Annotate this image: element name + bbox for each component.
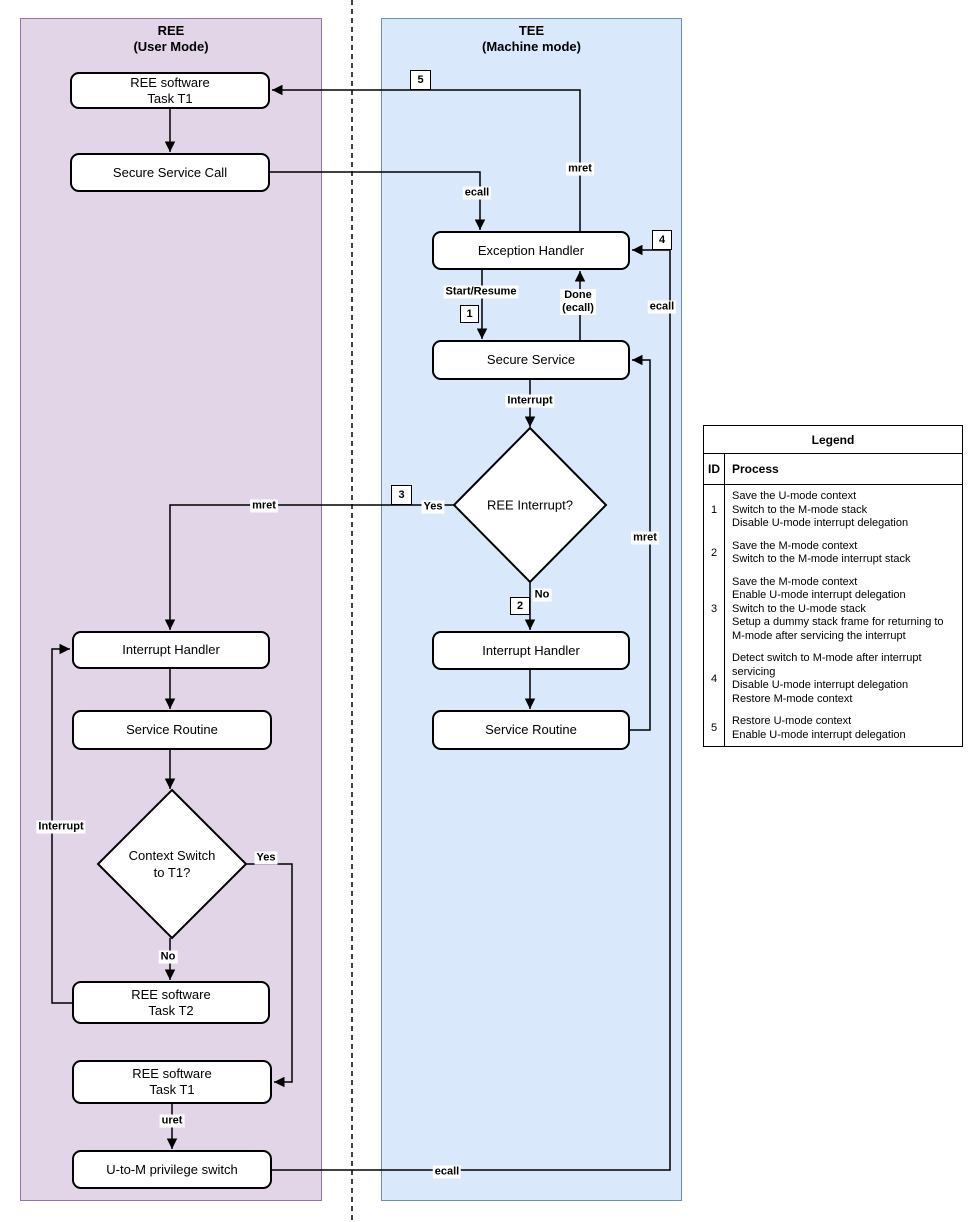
legend-title: Legend	[704, 426, 962, 454]
legend-row-process: Save the U-mode context Switch to the M-…	[732, 490, 909, 529]
label-no-tee: No	[532, 588, 552, 602]
step-badge-4: 4	[652, 230, 672, 250]
step-badge-2: 2	[510, 597, 530, 615]
node-secure-service-call: Secure Service Call	[70, 153, 270, 192]
legend-row-id: 2	[704, 534, 725, 571]
tee-subtitle-text: (Machine mode)	[482, 39, 581, 54]
legend-row-3: 3 Save the M-mode context Enable U-mode …	[704, 570, 962, 647]
legend-row-process: Save the M-mode context Enable U-mode in…	[732, 575, 944, 642]
step-badge-5: 5	[410, 70, 431, 90]
label-ecall-right: ecall	[647, 300, 677, 314]
legend-col-id: ID	[704, 454, 725, 484]
label-interrupt-tee: Interrupt	[505, 394, 555, 408]
node-ree-task-t1-bottom: REE software Task T1	[72, 1060, 272, 1104]
tee-panel: TEE (Machine mode)	[381, 18, 682, 1201]
legend-row-4: 4 Detect switch to M-mode after interrup…	[704, 647, 962, 710]
legend-row-process: Restore U-mode context Enable U-mode int…	[732, 715, 906, 741]
decision-context-switch-label: Context Switch to T1?	[128, 848, 216, 880]
label-mret-right: mret	[631, 531, 659, 545]
node-secure-service: Secure Service	[432, 340, 630, 380]
legend-row-1: 1 Save the U-mode context Switch to the …	[704, 485, 962, 535]
edge-yes-to-task-t1	[246, 863, 293, 1088]
legend-row-id: 5	[704, 710, 725, 746]
node-ree-interrupt-handler: Interrupt Handler	[72, 631, 270, 669]
node-u-to-m-privilege-switch: U-to-M privilege switch	[72, 1150, 272, 1189]
legend-row-id: 1	[704, 485, 725, 535]
node-exception-handler: Exception Handler	[432, 231, 630, 270]
step-badge-3: 3	[391, 485, 412, 505]
legend-row-process: Save the M-mode context Switch to the M-…	[732, 539, 911, 566]
ree-subtitle-text: (User Mode)	[133, 39, 209, 54]
edge-ecall-to-exception-handler-right	[272, 244, 671, 1171]
decision-ree-interrupt-label: REE Interrupt?	[487, 497, 573, 513]
legend-table: Legend ID Process 1 Save the U-mode cont…	[703, 425, 963, 747]
label-uret: uret	[159, 1114, 185, 1128]
label-ecall-bottom: ecall	[432, 1165, 462, 1179]
decision-ree-interrupt-shape	[452, 426, 608, 584]
ree-title-text: REE	[157, 23, 185, 38]
legend-row-2: 2 Save the M-mode context Switch to the …	[704, 534, 962, 571]
node-tee-interrupt-handler: Interrupt Handler	[432, 631, 630, 670]
label-yes-ree: Yes	[254, 851, 278, 865]
label-no-ree: No	[158, 950, 178, 964]
label-mret-left: mret	[250, 499, 278, 513]
tee-panel-title: TEE (Machine mode)	[382, 23, 681, 55]
legend-header-row: ID Process	[704, 454, 962, 485]
ree-panel-title: REE (User Mode)	[21, 23, 321, 55]
label-interrupt-ree: Interrupt	[36, 820, 86, 834]
node-ree-task-t2: REE software Task T2	[72, 981, 270, 1024]
legend-row-5: 5 Restore U-mode context Enable U-mode i…	[704, 710, 962, 746]
node-ree-task-t1-top: REE software Task T1	[70, 72, 270, 109]
label-mret-top: mret	[566, 162, 594, 176]
label-start-resume: Start/Resume	[443, 285, 519, 299]
legend-row-id: 4	[704, 647, 725, 710]
step-badge-1: 1	[460, 305, 479, 323]
edge-mret-to-t1	[272, 84, 581, 231]
legend-row-id: 3	[704, 570, 725, 647]
edge-ecall-to-exception-handler	[270, 171, 486, 230]
tee-title-text: TEE	[518, 23, 545, 38]
legend-col-process: Process	[732, 462, 779, 476]
edge-mret-to-secure-service	[630, 354, 651, 731]
label-ecall-top: ecall	[462, 186, 492, 200]
label-done-ecall: Done (ecall)	[560, 289, 596, 315]
label-yes-tee: Yes	[421, 500, 445, 514]
node-tee-service-routine: Service Routine	[432, 710, 630, 750]
legend-row-process: Detect switch to M-mode after interrupt …	[732, 652, 922, 705]
edge-yes-mret-to-ree-handler	[164, 504, 456, 630]
decision-context-switch-shape	[96, 788, 248, 940]
node-ree-service-routine: Service Routine	[72, 710, 272, 750]
